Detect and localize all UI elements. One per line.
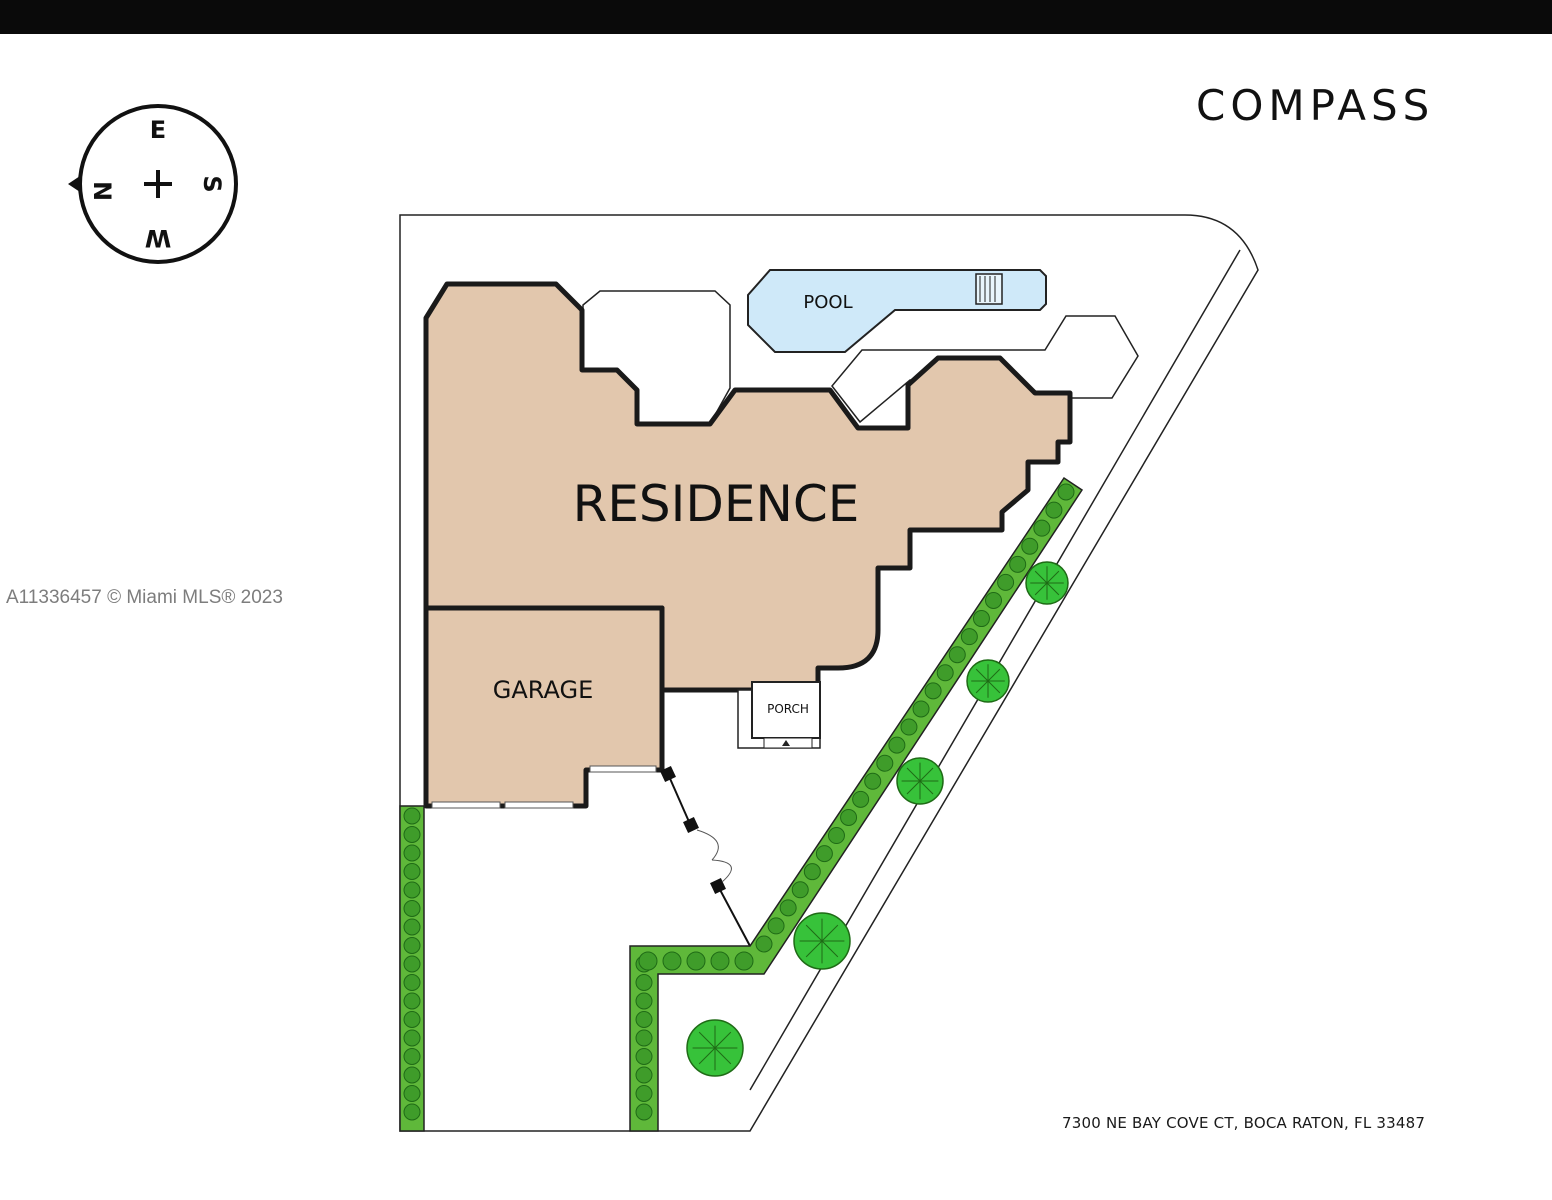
- compass-rose: E N S W: [68, 104, 238, 264]
- shrub: [755, 935, 773, 953]
- shrub: [1057, 483, 1075, 501]
- gate-post-2: [683, 817, 699, 833]
- shrub: [403, 974, 421, 991]
- compass-east: E: [150, 116, 166, 144]
- shrub: [900, 718, 918, 736]
- garage: GARAGE: [423, 605, 665, 809]
- logo-text: COMPASS: [1196, 81, 1435, 130]
- shrub: [403, 918, 421, 936]
- garage-door-2: [504, 801, 574, 809]
- shrub: [638, 951, 658, 971]
- residence-label: RESIDENCE: [573, 475, 860, 533]
- shrub: [635, 992, 653, 1010]
- shrub: [852, 790, 870, 808]
- shrub: [635, 1085, 653, 1102]
- shrub: [403, 826, 421, 843]
- compass-west: W: [145, 224, 171, 252]
- shrub: [635, 1066, 653, 1084]
- compass-north: N: [88, 181, 116, 201]
- shrub: [403, 1011, 421, 1028]
- pool-shape: [747, 269, 1047, 353]
- shrub: [972, 610, 990, 628]
- garage-shape: [423, 605, 665, 809]
- shrub: [403, 1085, 421, 1102]
- pool: POOL: [747, 269, 1047, 353]
- mls-watermark: A11336457 © Miami MLS® 2023: [6, 587, 283, 608]
- shrub: [779, 899, 797, 917]
- shrub: [403, 992, 421, 1010]
- shrub: [403, 807, 421, 825]
- shrub: [791, 881, 809, 899]
- shrub: [403, 955, 421, 973]
- shrub: [403, 1029, 421, 1047]
- shrub: [635, 1103, 653, 1121]
- shrub: [403, 1066, 421, 1084]
- shrub: [734, 951, 754, 971]
- shrub: [403, 844, 421, 862]
- compass-south: S: [198, 175, 226, 192]
- shrubs: [403, 483, 1075, 1121]
- shrub: [936, 664, 954, 682]
- shrub: [403, 1048, 421, 1065]
- gate-swing-1: [696, 829, 719, 861]
- shrub: [686, 951, 706, 971]
- shrub: [635, 1011, 653, 1028]
- tree: [1025, 561, 1069, 605]
- tree: [686, 1019, 744, 1077]
- shrub: [635, 974, 653, 991]
- shrub: [912, 700, 930, 718]
- tree: [896, 757, 944, 805]
- shrub: [662, 951, 682, 971]
- shrub: [924, 682, 942, 700]
- gate-post-1: [660, 766, 676, 782]
- garage-label: GARAGE: [493, 676, 593, 704]
- shrub: [403, 881, 421, 899]
- property-address: 7300 NE BAY COVE CT, BOCA RATON, FL 3348…: [1062, 1114, 1426, 1132]
- lot-boundary: [399, 214, 1259, 1132]
- shrub: [864, 772, 882, 790]
- north-arrow-icon: [68, 176, 80, 192]
- shrub: [827, 827, 845, 845]
- pool-label: POOL: [803, 292, 852, 313]
- shrub: [803, 863, 821, 881]
- shrub: [888, 736, 906, 754]
- garage-door-1: [431, 801, 501, 809]
- porch-shape: [751, 681, 821, 739]
- compass-logo: COMPASS: [1196, 78, 1476, 134]
- residence-shape: [423, 281, 1073, 693]
- shrub: [767, 917, 785, 935]
- shrub: [710, 951, 730, 971]
- shrub: [1009, 555, 1027, 573]
- shrub: [997, 573, 1015, 591]
- shrub: [948, 646, 966, 664]
- tree: [966, 659, 1010, 703]
- shrub: [840, 808, 858, 826]
- residence: RESIDENCE: [423, 281, 1073, 693]
- shrub: [876, 754, 894, 772]
- shrub: [403, 900, 421, 917]
- tree: [793, 912, 851, 970]
- shrub: [815, 845, 833, 863]
- gate-post-3: [710, 878, 726, 894]
- shrub: [635, 1048, 653, 1065]
- shrub: [960, 628, 978, 646]
- shrub: [403, 863, 421, 880]
- shrub: [1045, 501, 1063, 519]
- shrub: [635, 1029, 653, 1047]
- shrub: [403, 1103, 421, 1121]
- garage-door-3: [589, 765, 657, 773]
- trees: [686, 561, 1069, 1077]
- porch: PORCH: [737, 681, 821, 749]
- shrub: [1033, 519, 1051, 537]
- gate-swing-2: [711, 859, 732, 883]
- entry-gate: [660, 766, 751, 947]
- porch-label: PORCH: [767, 702, 809, 716]
- top-bar: [0, 0, 1552, 34]
- shrub: [1021, 537, 1039, 555]
- shrub: [985, 591, 1003, 609]
- shrub: [403, 937, 421, 954]
